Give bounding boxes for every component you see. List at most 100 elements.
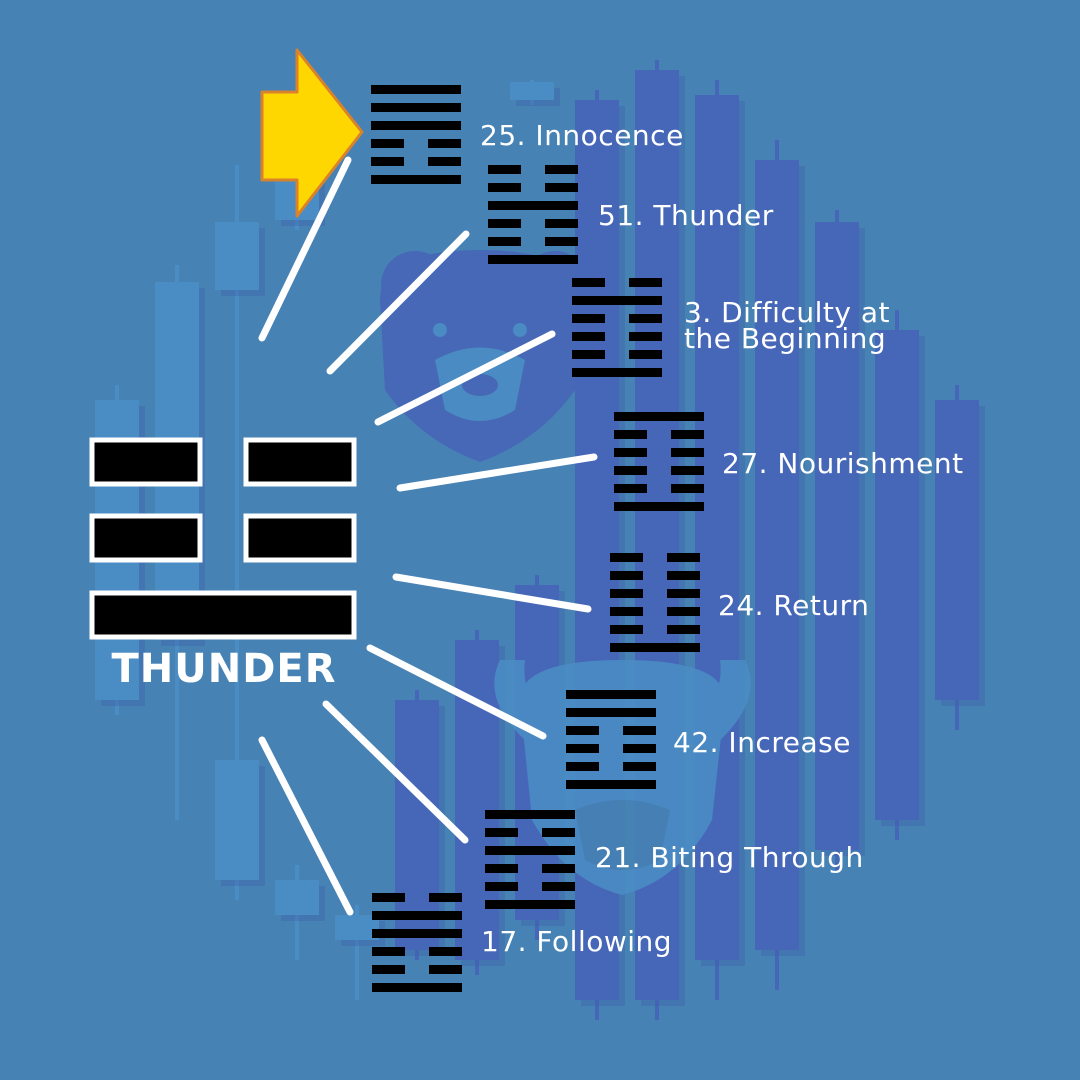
hexagram-line-yin [371, 157, 404, 166]
connector-line [322, 700, 469, 844]
hexagram-list [371, 85, 704, 992]
hexagram-line-yin [545, 165, 578, 174]
candle [215, 730, 265, 900]
hexagram-line-yang [566, 708, 656, 717]
hexagram-label-51: 51. Thunder [598, 199, 774, 232]
hexagram-line-yin [671, 448, 704, 457]
connector-line [258, 736, 354, 916]
candle [755, 140, 805, 990]
hexagram-4 [614, 412, 704, 511]
hexagram-line-yin [485, 828, 518, 837]
hexagram-line-yang [566, 780, 656, 789]
hexagram-line-yang [566, 690, 656, 699]
hexagram-line-yin [542, 882, 575, 891]
hexagram-line-yin [671, 430, 704, 439]
hexagram-line-yang [614, 502, 704, 511]
hexagram-line-yin [545, 219, 578, 228]
hexagram-line-yin [614, 448, 647, 457]
hexagram-line-yin [488, 165, 521, 174]
hexagram-line-yin [372, 947, 405, 956]
hexagram-3 [572, 278, 662, 377]
connector-line [396, 453, 598, 492]
hexagram-line-yin [667, 571, 700, 580]
candle [510, 80, 560, 106]
hexagram-line-yin [629, 278, 662, 287]
hexagram-line-yin [429, 965, 462, 974]
hexagram-line-yin [371, 139, 404, 148]
trigram-line-yin [89, 437, 357, 487]
hexagram-line-yin [485, 864, 518, 873]
hexagram-label-25: 25. Innocence [480, 119, 684, 152]
hexagram-line-yin [671, 466, 704, 475]
connector-line [392, 573, 592, 613]
trigram-line-yin [89, 513, 357, 563]
hexagram-2 [488, 165, 578, 264]
hexagram-line-yin [372, 965, 405, 974]
hexagram-line-yin [610, 607, 643, 616]
connector-line [258, 156, 352, 342]
hexagram-line-yin [488, 183, 521, 192]
hexagram-line-yin [623, 744, 656, 753]
hexagram-8 [372, 893, 462, 992]
hexagram-line-yang [572, 296, 662, 305]
hexagram-line-yin [542, 828, 575, 837]
arrow-icon [260, 48, 364, 218]
hexagram-line-yang [488, 201, 578, 210]
hexagram-line-yin [545, 183, 578, 192]
connector-line [374, 330, 556, 426]
candle [215, 165, 265, 870]
hexagram-line-yang [610, 643, 700, 652]
trigram-line-yang [89, 590, 357, 640]
candle [275, 865, 325, 960]
hexagram-line-yin [566, 726, 599, 735]
hexagram-line-yin [629, 350, 662, 359]
candle [935, 385, 985, 730]
hexagram-line-yang [371, 85, 461, 94]
hexagram-line-yin [629, 332, 662, 341]
hexagram-line-yin [572, 350, 605, 359]
hexagram-line-yin [566, 762, 599, 771]
hexagram-line-yin [372, 893, 405, 902]
hexagram-line-yang [372, 911, 462, 920]
hexagram-line-yin [667, 589, 700, 598]
hexagram-line-yin [667, 607, 700, 616]
hexagram-line-yin [671, 484, 704, 493]
hexagram-line-yin [623, 762, 656, 771]
hexagram-line-yang [485, 810, 575, 819]
hexagram-line-yin [429, 947, 462, 956]
main-trigram [89, 437, 357, 640]
hexagram-line-yang [488, 255, 578, 264]
hexagram-6 [566, 690, 656, 789]
candle [875, 310, 925, 840]
hexagram-label-3-line1: 3. Difficulty at [684, 296, 890, 329]
connector-lines [258, 156, 598, 916]
bear-icon [380, 250, 589, 462]
hexagram-line-yin [429, 893, 462, 902]
hexagram-line-yin [572, 332, 605, 341]
hexagram-line-yang [372, 983, 462, 992]
hexagram-line-yin [428, 139, 461, 148]
hexagram-line-yin [629, 314, 662, 323]
connector-line [326, 230, 470, 375]
hexagram-line-yang [572, 368, 662, 377]
hexagram-line-yin [610, 571, 643, 580]
main-trigram-title: THUNDER [111, 646, 337, 692]
hexagram-1 [371, 85, 461, 184]
hexagram-line-yin [566, 744, 599, 753]
hexagram-line-yin [614, 466, 647, 475]
hexagram-line-yang [371, 121, 461, 130]
hexagram-line-yin [610, 589, 643, 598]
hexagram-line-yang [485, 900, 575, 909]
hexagram-7 [485, 810, 575, 909]
hexagram-line-yin [545, 237, 578, 246]
hexagram-line-yang [614, 412, 704, 421]
hexagram-line-yang [372, 929, 462, 938]
candle [815, 210, 865, 870]
hexagram-line-yin [667, 625, 700, 634]
hexagram-line-yin [614, 430, 647, 439]
hexagram-line-yang [485, 846, 575, 855]
hexagram-line-yin [485, 882, 518, 891]
hexagram-line-yin [428, 157, 461, 166]
hexagram-line-yin [667, 553, 700, 562]
